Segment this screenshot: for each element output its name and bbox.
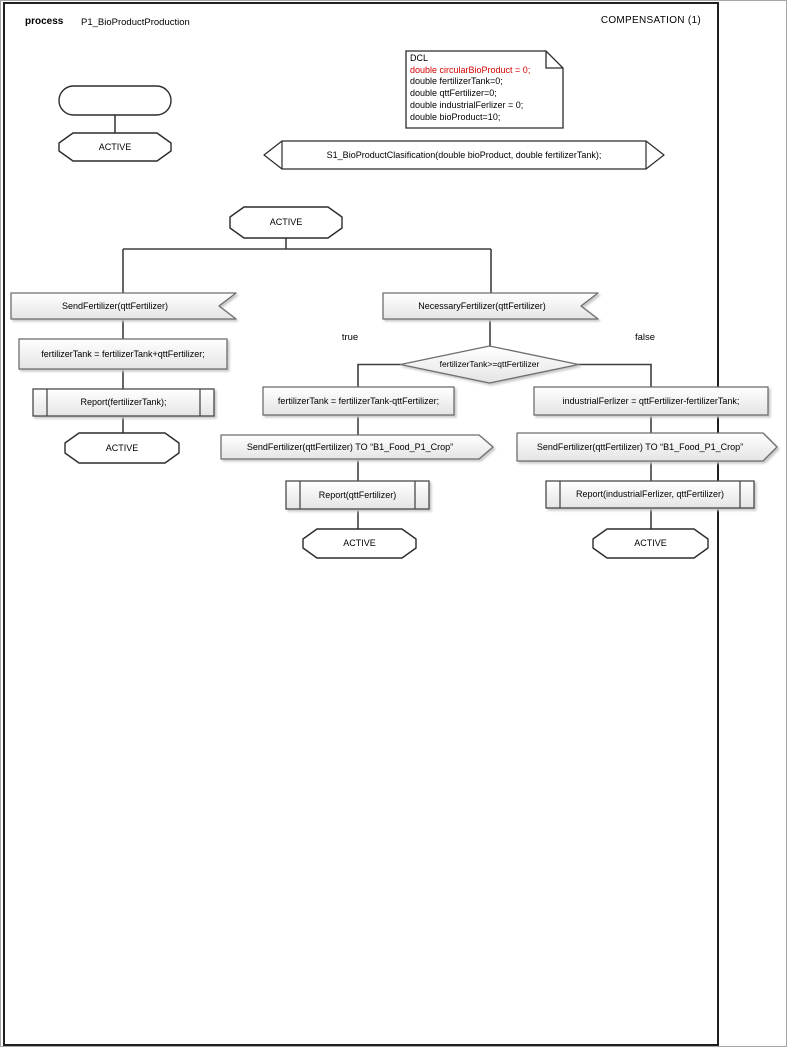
state-left-end-active[interactable] (64, 432, 180, 464)
decision-fertilizer-check[interactable] (399, 345, 580, 384)
process-kind-label: process (25, 16, 64, 28)
state-left-end-label[interactable]: ACTIVE (105, 442, 139, 453)
start-symbol[interactable] (58, 85, 172, 116)
input-necessaryfertilizer-label[interactable]: NecessaryFertilizer(qttFertilizer) (418, 300, 546, 311)
task-industrial-fertilizer[interactable] (533, 386, 769, 416)
output-sendfertilizer-false-label[interactable]: SendFertilizer(qttFertilizer) TO “B1_Foo… (536, 441, 744, 452)
output-sendfertilizer-false[interactable] (516, 432, 778, 462)
flowline-true (357, 363, 401, 387)
task-industrial-fertilizer-label[interactable]: industrialFerlizer = qttFertilizer-ferti… (562, 395, 740, 406)
state-middle-end-label[interactable]: ACTIVE (343, 538, 376, 549)
state-main-active[interactable] (229, 206, 343, 239)
procedure-report-left-label[interactable]: Report(fertilizerTank); (80, 397, 167, 408)
dcl-title: DCL (410, 53, 429, 63)
task-add-fertilizer[interactable] (18, 338, 228, 370)
input-necessaryfertilizer[interactable] (382, 292, 599, 320)
procedure-report-middle-label[interactable]: Report(qttFertilizer) (318, 489, 397, 500)
output-sendfertilizer-true-label[interactable]: SendFertilizer(qttFertilizer) TO “B1_Foo… (246, 441, 454, 452)
state-initial-label[interactable]: ACTIVE (98, 141, 132, 152)
output-sendfertilizer-true[interactable] (220, 434, 494, 460)
decision-condition-label[interactable]: fertilizerTank>=qttFertilizer (439, 358, 540, 369)
flowline-false (578, 363, 652, 387)
signal-declaration-label[interactable]: S1_BioProductClasification(double bioPro… (326, 149, 602, 160)
decision-false-label: false (634, 331, 656, 343)
state-middle-end-active[interactable] (302, 528, 417, 559)
input-sendfertilizer-label[interactable]: SendFertilizer(qttFertilizer) (61, 300, 169, 311)
dcl-line: double circularBioProduct = 0; (410, 64, 531, 75)
procedure-report-middle[interactable] (285, 480, 430, 510)
task-subtract-fertilizer-label[interactable]: fertilizerTank = fertilizerTank-qttFerti… (277, 395, 440, 406)
dcl-declarations[interactable]: DCL double circularBioProduct = 0; doubl… (410, 53, 560, 123)
task-subtract-fertilizer[interactable] (262, 386, 455, 416)
procedure-report-right-label[interactable]: Report(industrialFerlizer, qttFertilizer… (575, 489, 725, 500)
state-right-end-active[interactable] (592, 528, 709, 559)
state-main-label[interactable]: ACTIVE (269, 217, 303, 228)
dcl-line: double industrialFerlizer = 0; (410, 99, 524, 110)
page-title: COMPENSATION (1) (600, 15, 701, 27)
signal-declaration-symbol[interactable] (263, 140, 665, 170)
state-right-end-label[interactable]: ACTIVE (634, 538, 667, 549)
process-frame (3, 2, 719, 1046)
dcl-line: double bioProduct=10; (410, 111, 501, 122)
procedure-report-right[interactable] (545, 480, 755, 509)
dcl-text-symbol[interactable] (405, 50, 564, 129)
dcl-line: double qttFertilizer=0; (410, 88, 497, 99)
state-initial-active[interactable] (58, 132, 172, 162)
folded-corner-icon (545, 51, 563, 69)
input-sendfertilizer[interactable] (10, 292, 237, 320)
flow-lines (114, 115, 652, 529)
procedure-report-left[interactable] (32, 388, 215, 417)
dcl-line: double fertilizerTank=0; (410, 76, 503, 87)
process-name: P1_BioProductProduction (81, 16, 190, 28)
task-add-fertilizer-label[interactable]: fertilizerTank = fertilizerTank+qttFerti… (41, 348, 205, 359)
decision-true-label: true (341, 331, 359, 343)
